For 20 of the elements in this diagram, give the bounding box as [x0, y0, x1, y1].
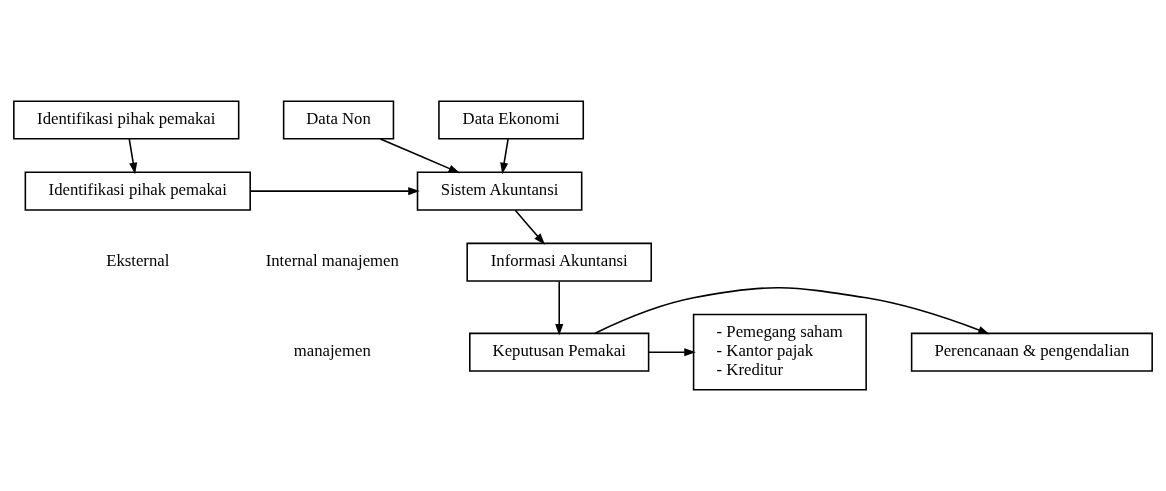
- arrow: [648, 348, 696, 357]
- arrow: [379, 138, 461, 174]
- node-box: Identifikasi pihak pemakai: [13, 100, 240, 140]
- node-box: Perencanaan & pengendalian: [910, 332, 1153, 372]
- arrow: [594, 286, 990, 335]
- arrow: [555, 280, 564, 336]
- node-box: Data Ekonomi: [438, 100, 585, 140]
- node-box: Informasi Akuntansi: [466, 242, 653, 282]
- node-box: Identifikasi pihak pemakai: [24, 171, 251, 211]
- node-box: - Pemegang saham - Kantor pajak - Kreditur: [692, 313, 867, 391]
- arrow: [249, 187, 420, 196]
- label: Internal manajemen: [265, 251, 399, 271]
- label: Eksternal: [106, 251, 170, 271]
- node-box: Keputusan Pemakai: [469, 332, 650, 372]
- label: manajemen: [293, 341, 371, 361]
- arrow: [500, 138, 509, 175]
- arrow: [514, 209, 545, 245]
- node-box: Data Non: [282, 100, 395, 140]
- arrow: [128, 138, 138, 175]
- node-box: Sistem Akuntansi: [416, 171, 583, 211]
